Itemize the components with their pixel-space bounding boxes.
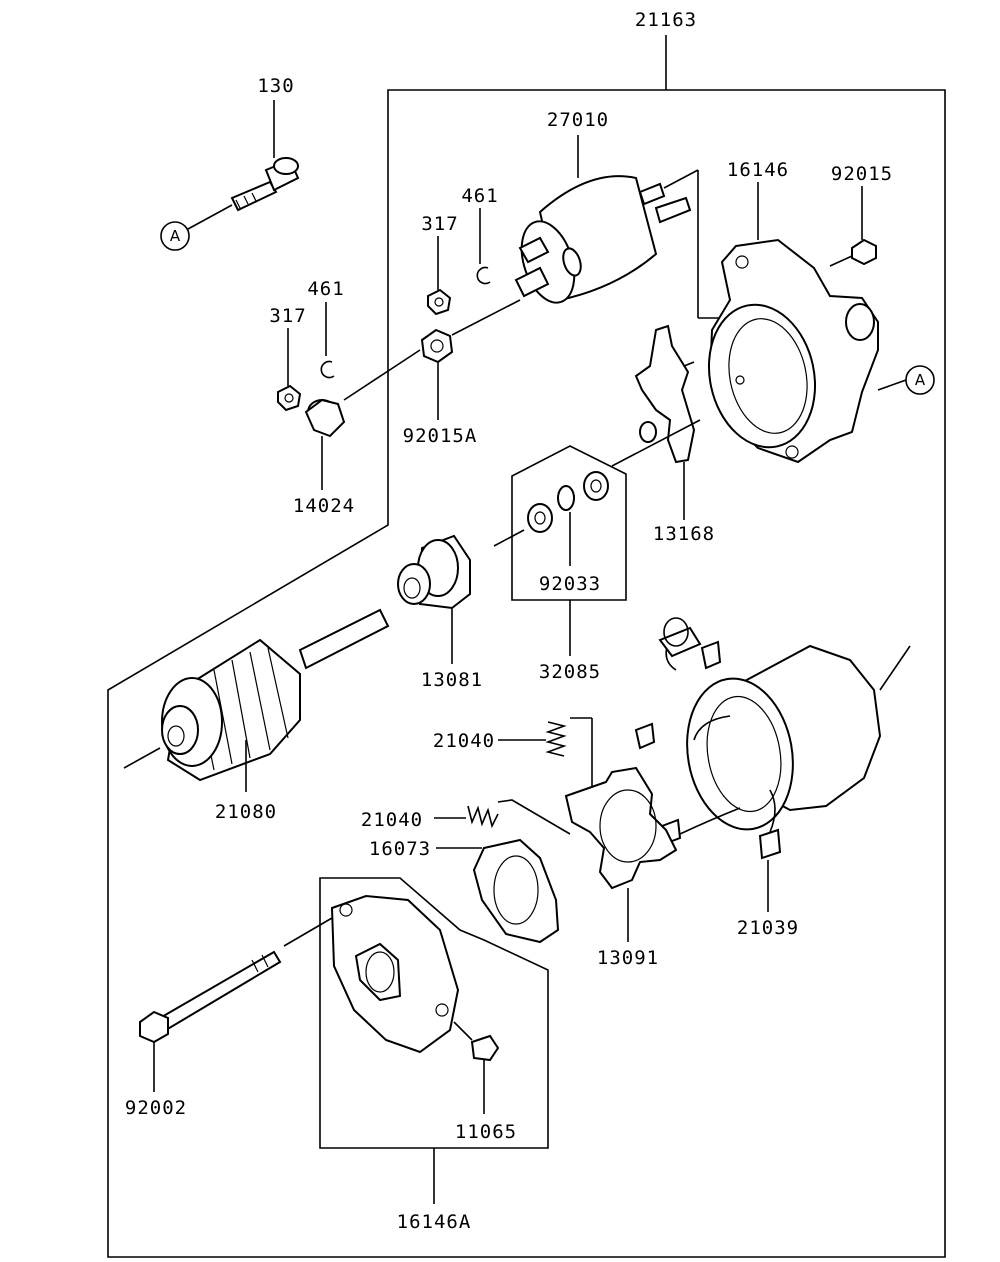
label-92033: 92033 <box>539 573 601 595</box>
label-92015a: 92015A <box>403 425 478 447</box>
label-21163: 21163 <box>635 9 697 31</box>
label-317-lower: 317 <box>269 305 306 327</box>
snap-ring-461-lower <box>320 302 335 379</box>
label-21080: 21080 <box>215 801 277 823</box>
brush-holder-13091 <box>564 766 678 942</box>
label-92002: 92002 <box>125 1097 187 1119</box>
solenoid-27010 <box>514 135 692 304</box>
stop-collar-set-32085 <box>493 445 627 656</box>
label-16073: 16073 <box>369 838 431 860</box>
label-16146a: 16146A <box>397 1211 472 1233</box>
label-11065: 11065 <box>455 1121 517 1143</box>
yoke-field-coil-21039 <box>634 617 911 912</box>
label-461-lower: 461 <box>307 278 344 300</box>
label-13081: 13081 <box>421 669 483 691</box>
label-27010: 27010 <box>547 109 609 131</box>
plate-16073 <box>436 838 560 944</box>
armature-21080 <box>123 608 390 792</box>
brush-spring-21040-upper <box>498 717 593 790</box>
bolt-130 <box>187 100 300 230</box>
label-461-upper: 461 <box>461 185 498 207</box>
rear-cover-16146a <box>319 877 549 1204</box>
front-housing-16146 <box>707 182 879 464</box>
lever-13168 <box>611 324 701 520</box>
callout-a-right: A <box>905 365 935 395</box>
nut-317-lower <box>277 328 302 412</box>
label-13091: 13091 <box>597 947 659 969</box>
nut-92015a <box>343 299 521 420</box>
through-bolt-92002 <box>139 917 333 1092</box>
label-32085: 32085 <box>539 661 601 683</box>
label-14024: 14024 <box>293 495 355 517</box>
label-16146: 16146 <box>727 159 789 181</box>
boot-14024 <box>304 398 346 490</box>
label-21040-lower: 21040 <box>361 809 423 831</box>
label-13168: 13168 <box>653 523 715 545</box>
callout-a-right-text: A <box>915 371 926 389</box>
nut-92015 <box>829 186 877 267</box>
callout-a-left: A <box>160 221 190 251</box>
nut-317-upper <box>427 236 452 316</box>
brush-spring-21040-lower <box>434 799 571 835</box>
label-21039: 21039 <box>737 917 799 939</box>
screw-11065 <box>453 1021 500 1114</box>
label-317-upper: 317 <box>421 213 458 235</box>
assembly-frame-21163 <box>107 35 946 1258</box>
callout-a-left-text: A <box>170 227 181 245</box>
label-21040-upper: 21040 <box>433 730 495 752</box>
label-130: 130 <box>257 75 294 97</box>
pinion-gear-13081 <box>397 534 471 664</box>
snap-ring-461-upper <box>476 208 491 285</box>
label-92015: 92015 <box>831 163 893 185</box>
